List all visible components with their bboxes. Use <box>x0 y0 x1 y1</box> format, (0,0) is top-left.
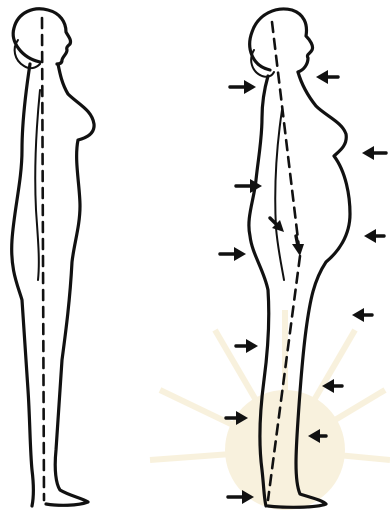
left-back-outline <box>12 64 34 506</box>
arrow-thigh <box>352 308 372 322</box>
left-arm-outline <box>35 90 40 280</box>
arrow-lower-back <box>220 247 246 261</box>
left-plumb-line <box>42 18 44 500</box>
arrow-belly <box>364 229 384 243</box>
arrow-upper-back <box>236 179 262 193</box>
arrow-head-back <box>230 80 256 94</box>
left-front-outline <box>46 64 94 505</box>
right-hair-bun <box>251 50 274 77</box>
arrow-chest <box>362 146 386 160</box>
arrow-inner-front <box>292 236 304 256</box>
right-arm-outline <box>275 110 284 280</box>
arrow-chin <box>316 70 338 84</box>
arrow-buttock <box>236 339 258 353</box>
left-hair-bun <box>15 40 40 68</box>
left-figure-normal-posture <box>12 9 94 506</box>
right-head-outline <box>250 9 313 72</box>
